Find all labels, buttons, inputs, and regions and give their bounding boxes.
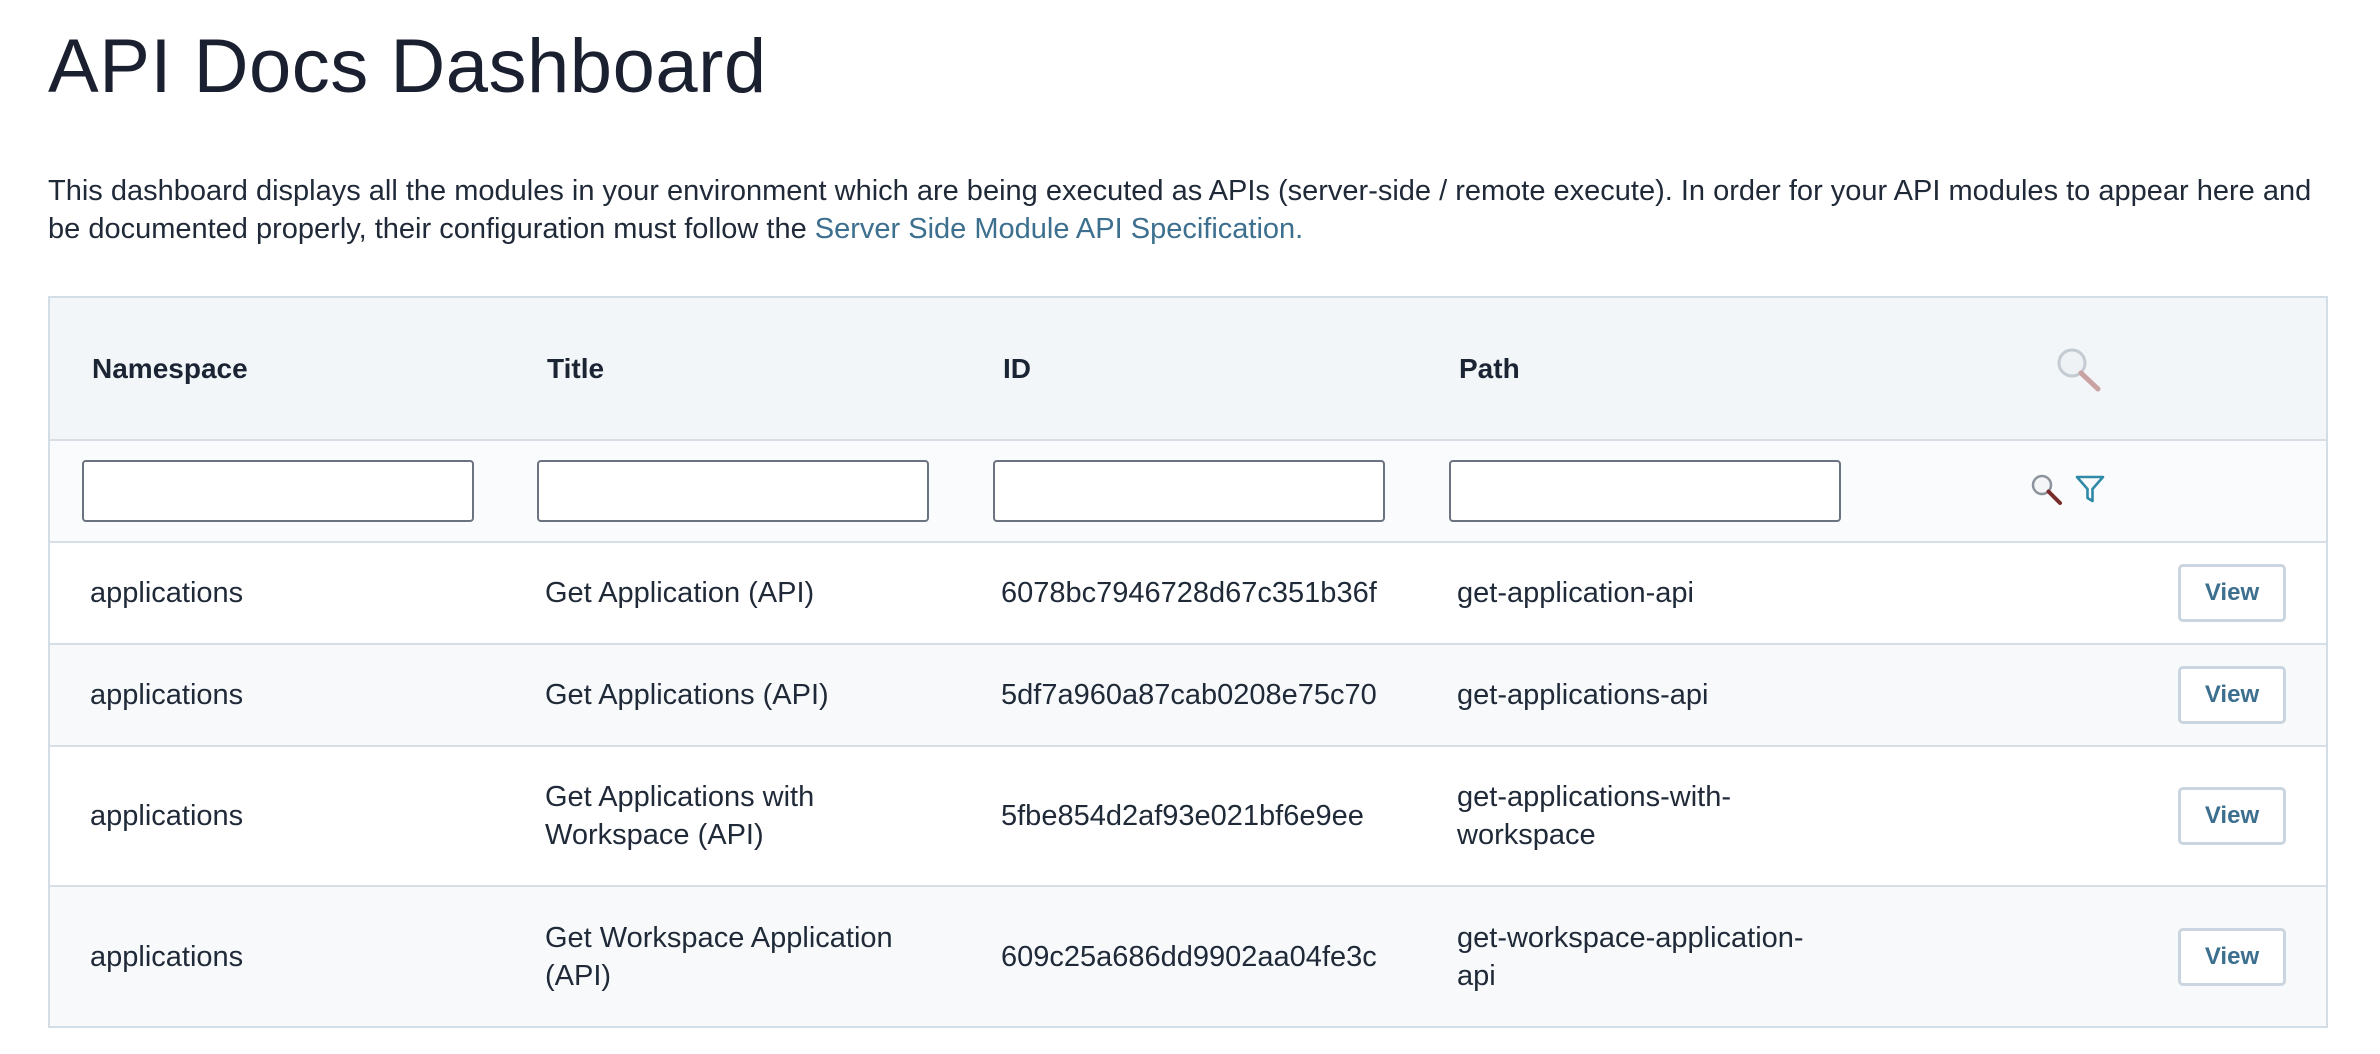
title-cell: Get Applications with Workspace (API) (545, 781, 815, 851)
namespace-cell: applications (90, 577, 244, 609)
filter-icon[interactable] (2073, 472, 2107, 511)
path-cell: get-applications-with-workspace (1457, 781, 1732, 851)
spec-link[interactable]: Server Side Module API Specification. (814, 213, 1304, 245)
namespace-filter-input[interactable] (82, 460, 474, 522)
title-filter-input[interactable] (537, 460, 929, 522)
view-button[interactable]: View (2178, 666, 2286, 724)
column-header-path[interactable]: Path (1459, 352, 1520, 384)
id-cell: 609c25a686dd9902aa04fe3c (1001, 940, 1377, 973)
namespace-cell: applications (90, 679, 244, 711)
column-header-namespace[interactable]: Namespace (92, 352, 248, 384)
column-header-title[interactable]: Title (547, 352, 605, 384)
title-cell: Get Applications (API) (545, 679, 829, 711)
path-cell: get-workspace-application-api (1457, 921, 1804, 992)
id-cell: 5df7a960a87cab0208e75c70 (1001, 679, 1377, 711)
path-cell: get-applications-api (1457, 679, 1709, 711)
title-cell: Get Application (API) (545, 577, 815, 609)
title-cell: Get Workspace Application (API) (545, 921, 893, 992)
view-button[interactable]: View (2178, 564, 2286, 622)
namespace-cell: applications (90, 800, 244, 832)
id-cell: 5fbe854d2af93e021bf6e9ee (1001, 800, 1364, 832)
table-row: applications Get Applications (API) 5df7… (50, 644, 2326, 746)
page-title: API Docs Dashboard (48, 24, 767, 109)
view-button[interactable]: View (2178, 787, 2286, 845)
path-filter-input[interactable] (1449, 460, 1841, 522)
namespace-cell: applications (90, 940, 244, 973)
table-header-row: Namespace Title ID Path (50, 298, 2326, 440)
id-filter-input[interactable] (993, 460, 1385, 522)
column-header-actions (2017, 298, 2326, 440)
table-row: applications Get Application (API) 6078b… (50, 542, 2326, 644)
table-row: applications Get Workspace Application (… (50, 886, 2326, 1026)
intro-paragraph: This dashboard displays all the modules … (48, 172, 2348, 248)
view-button[interactable]: View (2178, 927, 2286, 986)
intro-text: This dashboard displays all the modules … (48, 175, 2312, 245)
magnifier-icon[interactable] (2053, 344, 2103, 394)
id-cell: 6078bc7946728d67c351b36f (1001, 577, 1377, 609)
filter-row (50, 440, 2326, 542)
table-row: applications Get Applications with Works… (50, 746, 2326, 886)
search-icon[interactable] (2029, 472, 2063, 511)
column-header-id[interactable]: ID (1003, 352, 1031, 384)
modules-table: Namespace Title ID Path (48, 296, 2328, 1028)
path-cell: get-application-api (1457, 577, 1694, 609)
